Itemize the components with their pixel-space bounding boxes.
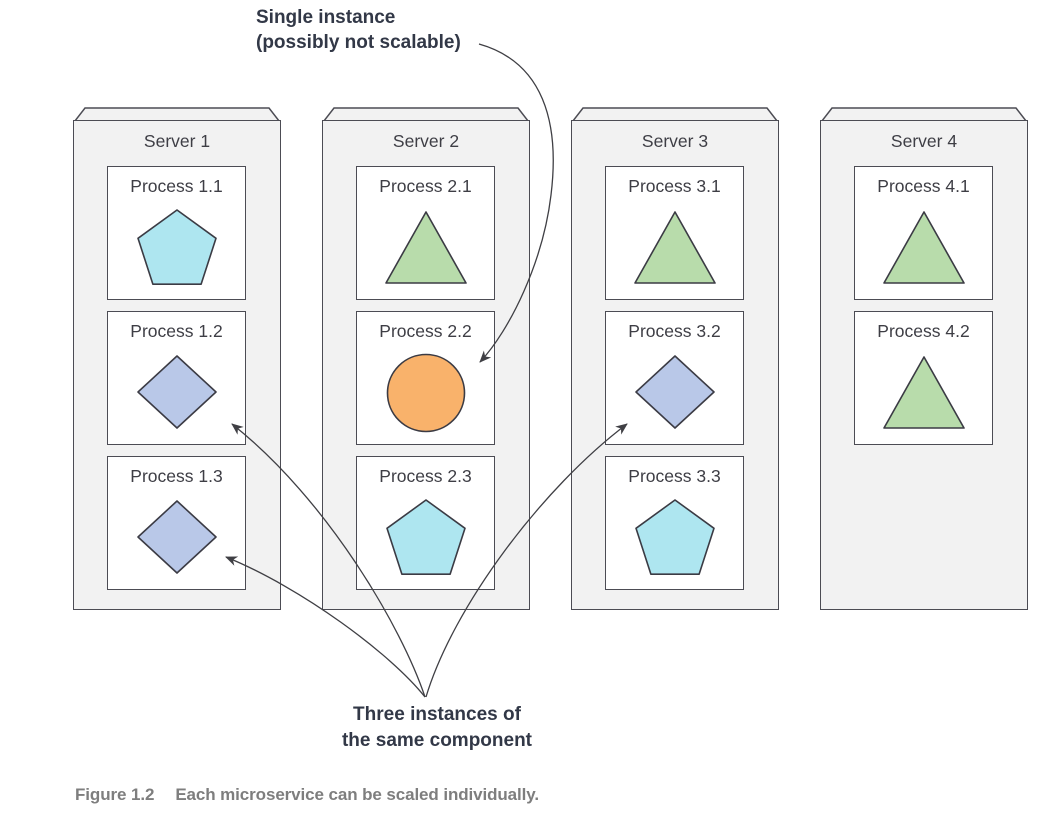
server-4: Server 4 Process 4.1 Process 4.2: [820, 107, 1028, 610]
server-3-title: Server 3: [641, 131, 709, 151]
process-label-2-1: Process 2.1: [379, 176, 472, 196]
server-1-title: Server 1: [143, 131, 211, 151]
server-1: Server 1 Process 1.1 Process 1.2 Process…: [73, 107, 281, 610]
triangle-shape: [381, 207, 471, 291]
process-label-3-3: Process 3.3: [628, 466, 721, 486]
process-box-1-3: Process 1.3: [107, 456, 246, 590]
pentagon-shape: [630, 497, 720, 581]
triangle-shape: [879, 207, 969, 291]
process-box-3-3: Process 3.3: [605, 456, 744, 590]
process-label-3-1: Process 3.1: [628, 176, 721, 196]
process-box-2-3: Process 2.3: [356, 456, 495, 590]
single-instance-annotation-line1: Single instance: [256, 7, 396, 28]
process-box-1-1: Process 1.1: [107, 166, 246, 300]
process-label-1-3: Process 1.3: [130, 466, 223, 486]
server-3: Server 3 Process 3.1 Process 3.2 Process…: [571, 107, 779, 610]
process-box-2-2: Process 2.2: [356, 311, 495, 445]
process-box-3-2: Process 3.2: [605, 311, 744, 445]
process-label-2-2: Process 2.2: [379, 321, 472, 341]
process-box-3-1: Process 3.1: [605, 166, 744, 300]
process-label-4-2: Process 4.2: [877, 321, 970, 341]
server-2-title: Server 2: [392, 131, 460, 151]
figure-caption-number: Figure 1.2: [75, 785, 155, 804]
pentagon-shape: [132, 207, 222, 291]
three-instances-annotation-line1: Three instances of: [353, 704, 521, 725]
process-label-2-3: Process 2.3: [379, 466, 472, 486]
pentagon-shape: [381, 497, 471, 581]
process-label-1-2: Process 1.2: [130, 321, 223, 341]
diamond-shape: [132, 497, 222, 581]
single-instance-annotation: Single instance (possibly not scalable): [256, 5, 461, 55]
circle-shape: [381, 352, 471, 436]
triangle-shape: [879, 352, 969, 436]
process-label-1-1: Process 1.1: [130, 176, 223, 196]
process-box-2-1: Process 2.1: [356, 166, 495, 300]
process-label-4-1: Process 4.1: [877, 176, 970, 196]
figure-caption: Figure 1.2 Each microservice can be scale…: [75, 785, 539, 805]
server-2: Server 2 Process 2.1 Process 2.2 Process…: [322, 107, 530, 610]
diamond-shape: [630, 352, 720, 436]
diamond-shape: [132, 352, 222, 436]
process-box-1-2: Process 1.2: [107, 311, 246, 445]
figure-caption-text: Each microservice can be scaled individu…: [175, 785, 540, 804]
three-instances-annotation: Three instances of the same component: [327, 702, 547, 754]
server-4-title: Server 4: [890, 131, 958, 151]
process-box-4-2: Process 4.2: [854, 311, 993, 445]
triangle-shape: [630, 207, 720, 291]
process-label-3-2: Process 3.2: [628, 321, 721, 341]
single-instance-annotation-line2: (possibly not scalable): [256, 32, 461, 53]
three-instances-annotation-line2: the same component: [341, 730, 533, 751]
process-box-4-1: Process 4.1: [854, 166, 993, 300]
